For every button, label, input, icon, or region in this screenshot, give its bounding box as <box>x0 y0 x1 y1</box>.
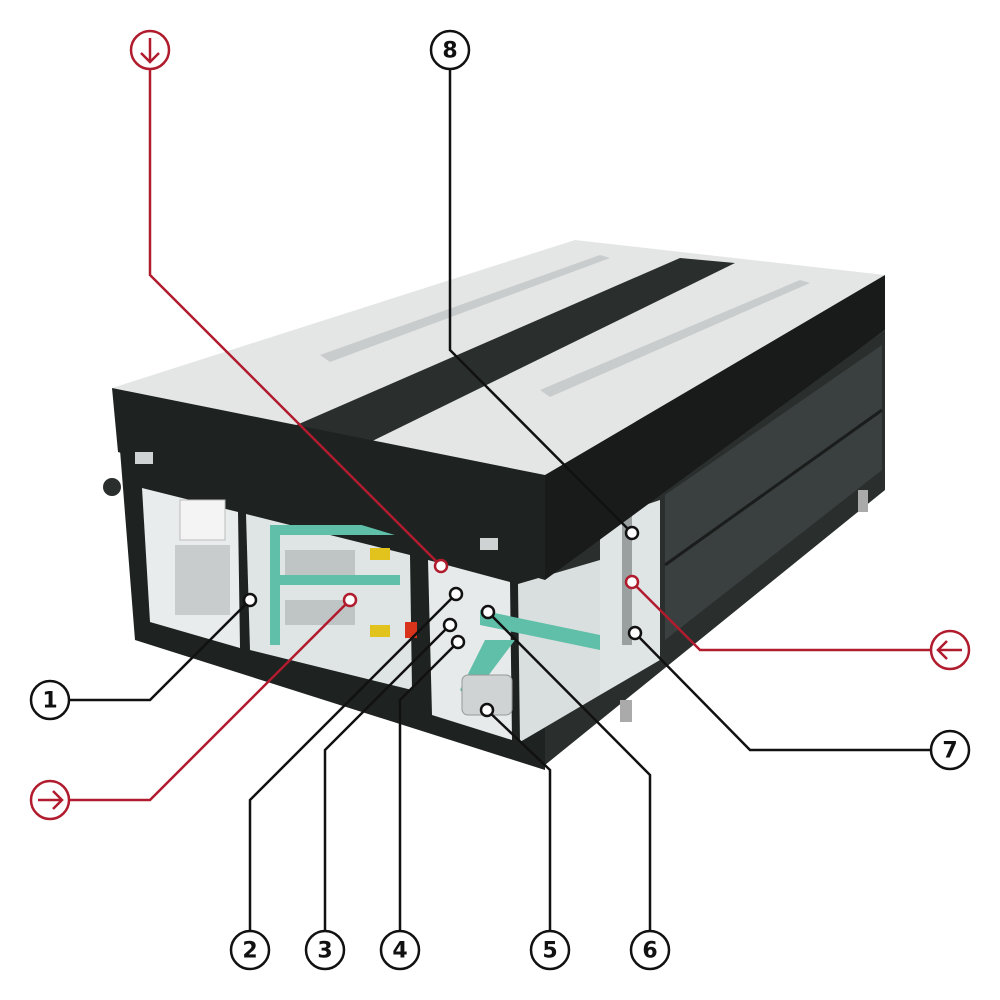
lid-front-band <box>112 388 545 580</box>
callout-5: 5 <box>529 929 571 971</box>
callout-label: 2 <box>242 939 257 964</box>
side-panel-glass <box>665 345 882 640</box>
callout-label: 3 <box>317 939 332 964</box>
callout-dots <box>242 525 643 718</box>
callout-3: 3 <box>304 929 346 971</box>
compartment-4 <box>518 560 600 742</box>
arrow-left-icon <box>929 629 971 671</box>
callout-label: 7 <box>942 739 957 764</box>
callout-4: 4 <box>379 929 421 971</box>
callout-label: 4 <box>392 939 407 964</box>
callout-label: 6 <box>642 939 657 964</box>
callout-6: 6 <box>629 929 671 971</box>
lid-side-band <box>545 275 885 580</box>
machine-unit <box>103 240 885 770</box>
callout-7: 7 <box>929 729 971 771</box>
lid-stripe <box>285 258 735 452</box>
callout-label: 5 <box>542 939 557 964</box>
callout-8: 8 <box>429 29 471 71</box>
callout-label: 1 <box>42 689 57 714</box>
callout-2: 2 <box>229 929 271 971</box>
callout-label: 8 <box>442 39 457 64</box>
arrow-down-icon <box>129 29 171 71</box>
arrow-right-icon <box>29 779 71 821</box>
callout-lines <box>70 70 930 930</box>
callout-1: 1 <box>29 679 71 721</box>
